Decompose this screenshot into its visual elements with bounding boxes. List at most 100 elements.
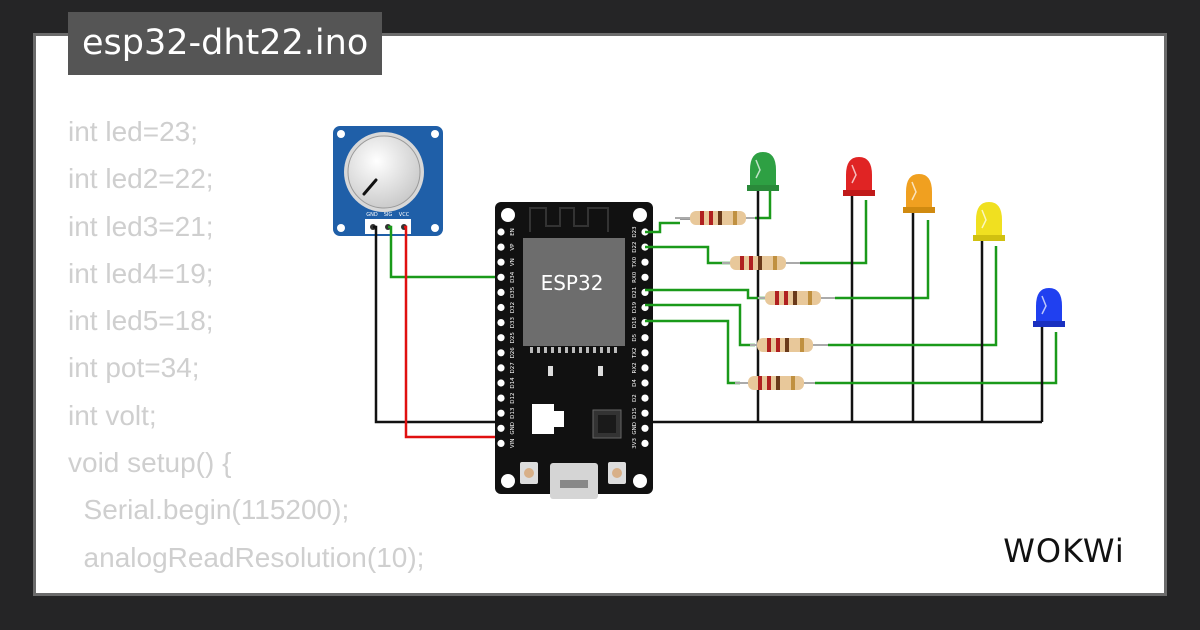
wire-signal[interactable] <box>800 200 868 265</box>
pin-label: D22 <box>632 241 638 252</box>
code-line: int led3=21; <box>68 210 214 242</box>
pin-label: GND <box>632 422 638 435</box>
pin-label: D27 <box>510 362 516 374</box>
pin-label: TX2 <box>632 347 638 359</box>
pin-label: 3V3 <box>632 438 638 449</box>
project-title: esp32-dht22.ino <box>68 12 383 75</box>
pin-hole[interactable] <box>641 409 649 417</box>
resistor[interactable] <box>735 376 815 390</box>
pin-label: D4 <box>632 379 638 387</box>
wire-signal[interactable] <box>645 245 730 265</box>
pin-label: D26 <box>510 347 516 359</box>
wire-signal[interactable] <box>835 220 930 300</box>
pin-label: EN <box>510 228 516 236</box>
pin-hole[interactable] <box>497 394 505 402</box>
led-orange[interactable] <box>903 174 935 422</box>
pin-label: D13 <box>510 407 516 419</box>
code-line: int led2=22; <box>68 163 214 195</box>
pin-hole[interactable] <box>497 243 505 251</box>
code-line: int led5=18; <box>68 305 214 337</box>
code-line: pinMode(led, OUTPUT); <box>68 581 424 593</box>
pin-hole[interactable] <box>497 258 505 266</box>
pin-hole[interactable] <box>497 303 505 312</box>
pin-hole[interactable] <box>641 258 649 266</box>
pin-label: D25 <box>510 332 516 344</box>
pin-hole[interactable] <box>641 364 649 372</box>
pin-label: D2 <box>632 394 638 402</box>
pin-hole[interactable] <box>641 439 649 447</box>
pin-hole[interactable] <box>641 349 649 357</box>
pin-hole[interactable] <box>497 424 505 432</box>
pin-label: D19 <box>632 301 638 313</box>
board-label: ESP32 <box>541 271 604 295</box>
pin-hole[interactable] <box>497 334 505 342</box>
pin-hole[interactable] <box>497 228 505 236</box>
pot-pin-label: VCC <box>399 212 410 218</box>
pin-hole[interactable] <box>497 439 505 447</box>
pin-label: D32 <box>510 302 516 313</box>
code-line: analogReadResolution(10); <box>68 541 425 573</box>
potentiometer[interactable]: GND SIG VCC <box>333 126 443 236</box>
pin-label: D15 <box>632 407 638 419</box>
pin-hole[interactable] <box>641 379 649 387</box>
wire-signal[interactable] <box>645 319 740 385</box>
pin-hole[interactable] <box>497 349 505 357</box>
pin-label: GND <box>510 422 516 435</box>
knob-indicator <box>362 178 378 196</box>
pin-hole[interactable] <box>497 319 505 327</box>
resistor[interactable] <box>758 291 835 305</box>
pin-label: D21 <box>632 287 638 298</box>
brand-wordmark: WOKWi <box>1003 532 1125 570</box>
pin-hole[interactable] <box>641 334 649 342</box>
code-line: int volt; <box>68 399 157 431</box>
pin-label: VIN <box>510 439 516 449</box>
wire-ground[interactable] <box>373 225 500 424</box>
wire-signal[interactable] <box>645 221 680 234</box>
pin-label: RX0 <box>632 271 638 283</box>
pin-hole[interactable] <box>641 273 649 281</box>
resistor[interactable] <box>750 338 828 352</box>
wokwi-logo: WOKWi <box>1003 532 1125 570</box>
pin-label: D18 <box>632 316 638 328</box>
led-yellow[interactable] <box>973 202 1005 422</box>
wire-signal[interactable] <box>645 288 765 300</box>
code-line: int led=23; <box>68 116 198 147</box>
pin-hole[interactable] <box>497 273 505 281</box>
pin-label: VP <box>510 243 516 251</box>
code-line: void setup() { <box>68 447 232 479</box>
pin-label: VN <box>510 258 516 266</box>
resistor[interactable] <box>722 256 800 270</box>
pin-hole[interactable] <box>497 288 505 296</box>
wire-signal[interactable] <box>755 190 772 220</box>
pin-label: D33 <box>510 316 516 328</box>
pin-hole[interactable] <box>497 409 505 417</box>
pin-hole[interactable] <box>641 394 649 402</box>
pin-label: D23 <box>632 226 638 238</box>
esp32-board[interactable]: ESP32 ENVPVND34D35D32D33D25D26D27D14D12D… <box>495 202 653 499</box>
wire-signal[interactable] <box>828 246 998 347</box>
pin-label: TX0 <box>632 256 638 268</box>
pin-label: RX2 <box>632 362 638 373</box>
diagram-canvas: int led=23; int led2=22; int led3=21; int l… <box>33 33 1167 596</box>
resistor[interactable] <box>675 211 755 225</box>
pin-hole[interactable] <box>497 364 505 372</box>
pin-hole[interactable] <box>497 379 505 387</box>
code-line: Serial.begin(115200); <box>68 494 350 526</box>
pin-label: D34 <box>510 271 516 283</box>
led-blue[interactable] <box>1033 288 1065 422</box>
pin-label: D5 <box>632 333 638 341</box>
pot-pin-label: SIG <box>384 212 393 218</box>
pin-label: D35 <box>510 286 516 298</box>
pot-pin-label: GND <box>366 212 378 218</box>
code-line: int led4=19; <box>68 257 214 289</box>
code-preview: int led=23; int led2=22; int led3=21; int l… <box>68 108 425 593</box>
wire-signal[interactable] <box>388 225 500 279</box>
pin-hole[interactable] <box>641 424 649 432</box>
wire-signal[interactable] <box>645 303 755 347</box>
pin-label: D14 <box>510 377 516 389</box>
pin-label: D12 <box>510 392 516 403</box>
wire-signal[interactable] <box>815 332 1058 385</box>
wire-power[interactable] <box>404 225 500 439</box>
